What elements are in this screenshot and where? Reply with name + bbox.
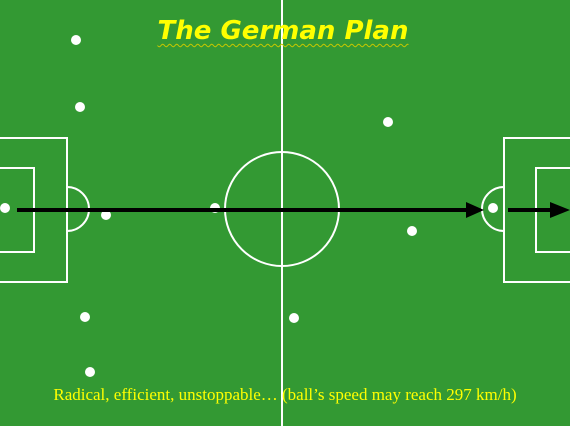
right-penalty-box <box>503 137 570 283</box>
player-dot <box>0 203 10 213</box>
player-dot <box>71 35 81 45</box>
slide-title: The German Plan <box>157 16 409 46</box>
player-dot <box>85 367 95 377</box>
player-dot <box>75 102 85 112</box>
player-dot <box>289 313 299 323</box>
right-penalty-arc <box>481 186 505 232</box>
slide-caption: Radical, efficient, unstoppable… (ball’s… <box>53 385 517 404</box>
player-dot <box>101 210 111 220</box>
player-dot <box>383 117 393 127</box>
player-dot <box>80 312 90 322</box>
player-dot <box>488 203 498 213</box>
player-dot <box>407 226 417 236</box>
long-pass-arrow <box>17 202 484 218</box>
shot-arrow <box>508 202 570 218</box>
